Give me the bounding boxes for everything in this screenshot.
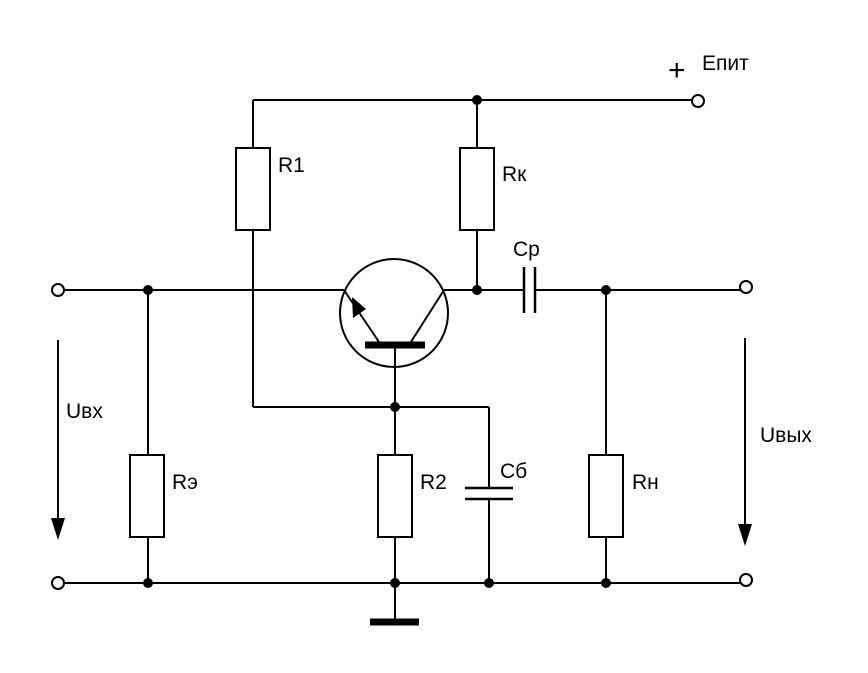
input-terminal-bottom [51,576,65,590]
supply-label: Епит [702,52,749,75]
transistor [339,258,449,407]
supply-terminal [691,94,705,108]
resistor-r1 [235,147,271,407]
re-label: Rэ [172,471,198,494]
rk-label: Rк [502,163,527,186]
supply-rail [252,94,705,148]
capacitor-cb [465,486,513,583]
junction-dot [472,95,482,105]
input-voltage-arrow [51,340,65,540]
resistor-re [129,454,165,583]
resistor-rn [588,454,624,583]
r1-label: R1 [278,154,305,177]
junction-dot [472,285,482,295]
junction-dot [143,578,153,588]
ground-rail [51,573,753,626]
supply-plus-sign: + [668,54,686,87]
resistor-r2 [377,454,413,583]
input-line [51,283,344,455]
cb-label: Cб [500,460,527,483]
r2-label: R2 [420,471,447,494]
output-terminal-bottom [739,573,753,587]
junction-dot [484,578,494,588]
output-voltage-arrow [738,338,752,546]
resistor-rk [459,147,495,290]
junction-dot [601,578,611,588]
cp-label: Cр [513,238,540,261]
base-node [253,402,490,488]
output-terminal-top [739,280,753,294]
emitter-arrow [352,297,366,318]
output-line [444,267,753,455]
input-voltage-label: Uвх [66,400,103,423]
rn-label: Rн [632,471,659,494]
input-terminal-top [51,283,65,297]
output-voltage-label: Uвых [760,424,812,447]
